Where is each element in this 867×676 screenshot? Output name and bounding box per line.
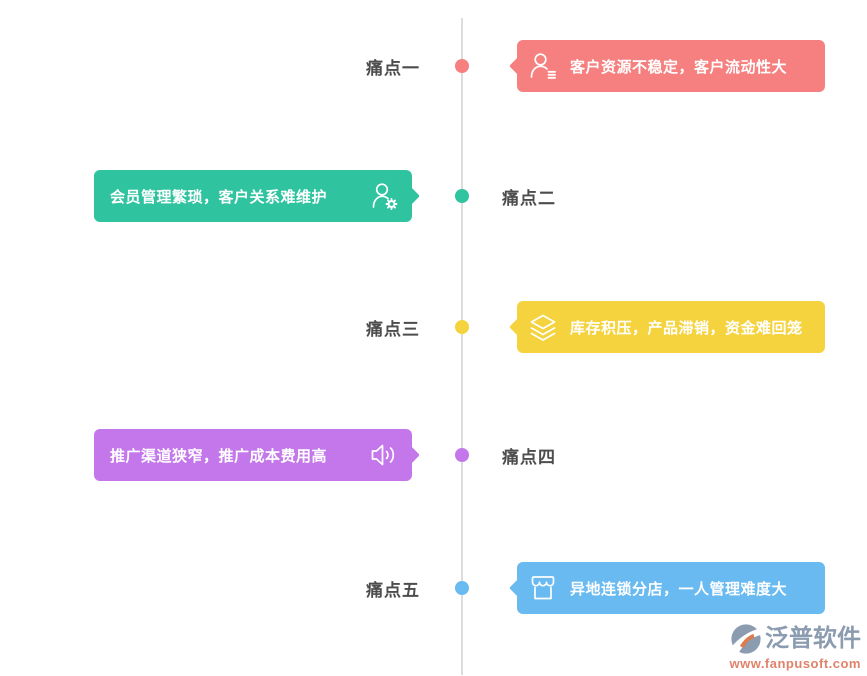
brand-logo-row: 泛普软件 [730,623,861,655]
pain-point-label: 痛点一 [366,58,420,78]
timeline-line [461,18,463,675]
pain-point-label: 痛点三 [366,319,420,339]
timeline-dot [455,448,469,462]
pain-point-label: 痛点二 [502,188,556,208]
brand-url: www.fanpusoft.com [729,656,861,671]
pain-point-bubble: 推广渠道狭窄，推广成本费用高 [94,429,420,481]
pain-point-text: 会员管理繁琐，客户关系难维护 [110,188,328,206]
pain-point-text: 异地连锁分店，一人管理难度大 [570,580,788,598]
pain-point-item-5: 痛点五 异地连锁分店，一人管理难度大 [0,562,867,614]
user-gear-icon [370,181,400,211]
user-contact-icon [528,51,558,81]
bubble-tail [509,56,529,76]
pain-point-bubble: 异地连锁分店，一人管理难度大 [509,562,825,614]
pain-point-text: 库存积压，产品滞销，资金难回笼 [570,319,803,337]
pain-point-text: 推广渠道狭窄，推广成本费用高 [110,447,328,465]
pain-point-bubble: 客户资源不稳定，客户流动性大 [509,40,825,92]
pain-point-item-4: 推广渠道狭窄，推广成本费用高 痛点四 [0,429,867,481]
speaker-icon [368,440,400,470]
pain-point-bubble: 库存积压，产品滞销，资金难回笼 [509,301,825,353]
bubble-tail [509,317,529,337]
timeline-dot [455,320,469,334]
timeline-dot [455,59,469,73]
timeline-dot [455,581,469,595]
bubble-tail [509,578,529,598]
storefront-icon [528,573,558,603]
pain-point-label: 痛点五 [366,580,420,600]
pain-point-item-2: 会员管理繁琐，客户关系难维护 痛点二 [0,170,867,222]
timeline-dot [455,189,469,203]
pain-point-label: 痛点四 [502,447,556,467]
bubble-tail [400,445,420,465]
layers-icon [528,312,558,342]
brand-logo: 泛普软件 www.fanpusoft.com [729,623,861,671]
pain-point-item-1: 痛点一 客户资源不稳定，客户流动性大 [0,40,867,92]
bubble-tail [400,186,420,206]
brand-name: 泛普软件 [765,625,861,652]
brand-logo-icon [730,623,762,655]
pain-point-bubble: 会员管理繁琐，客户关系难维护 [94,170,420,222]
pain-point-item-3: 痛点三 库存积压，产品滞销，资金难回笼 [0,301,867,353]
pain-point-text: 客户资源不稳定，客户流动性大 [570,58,788,76]
